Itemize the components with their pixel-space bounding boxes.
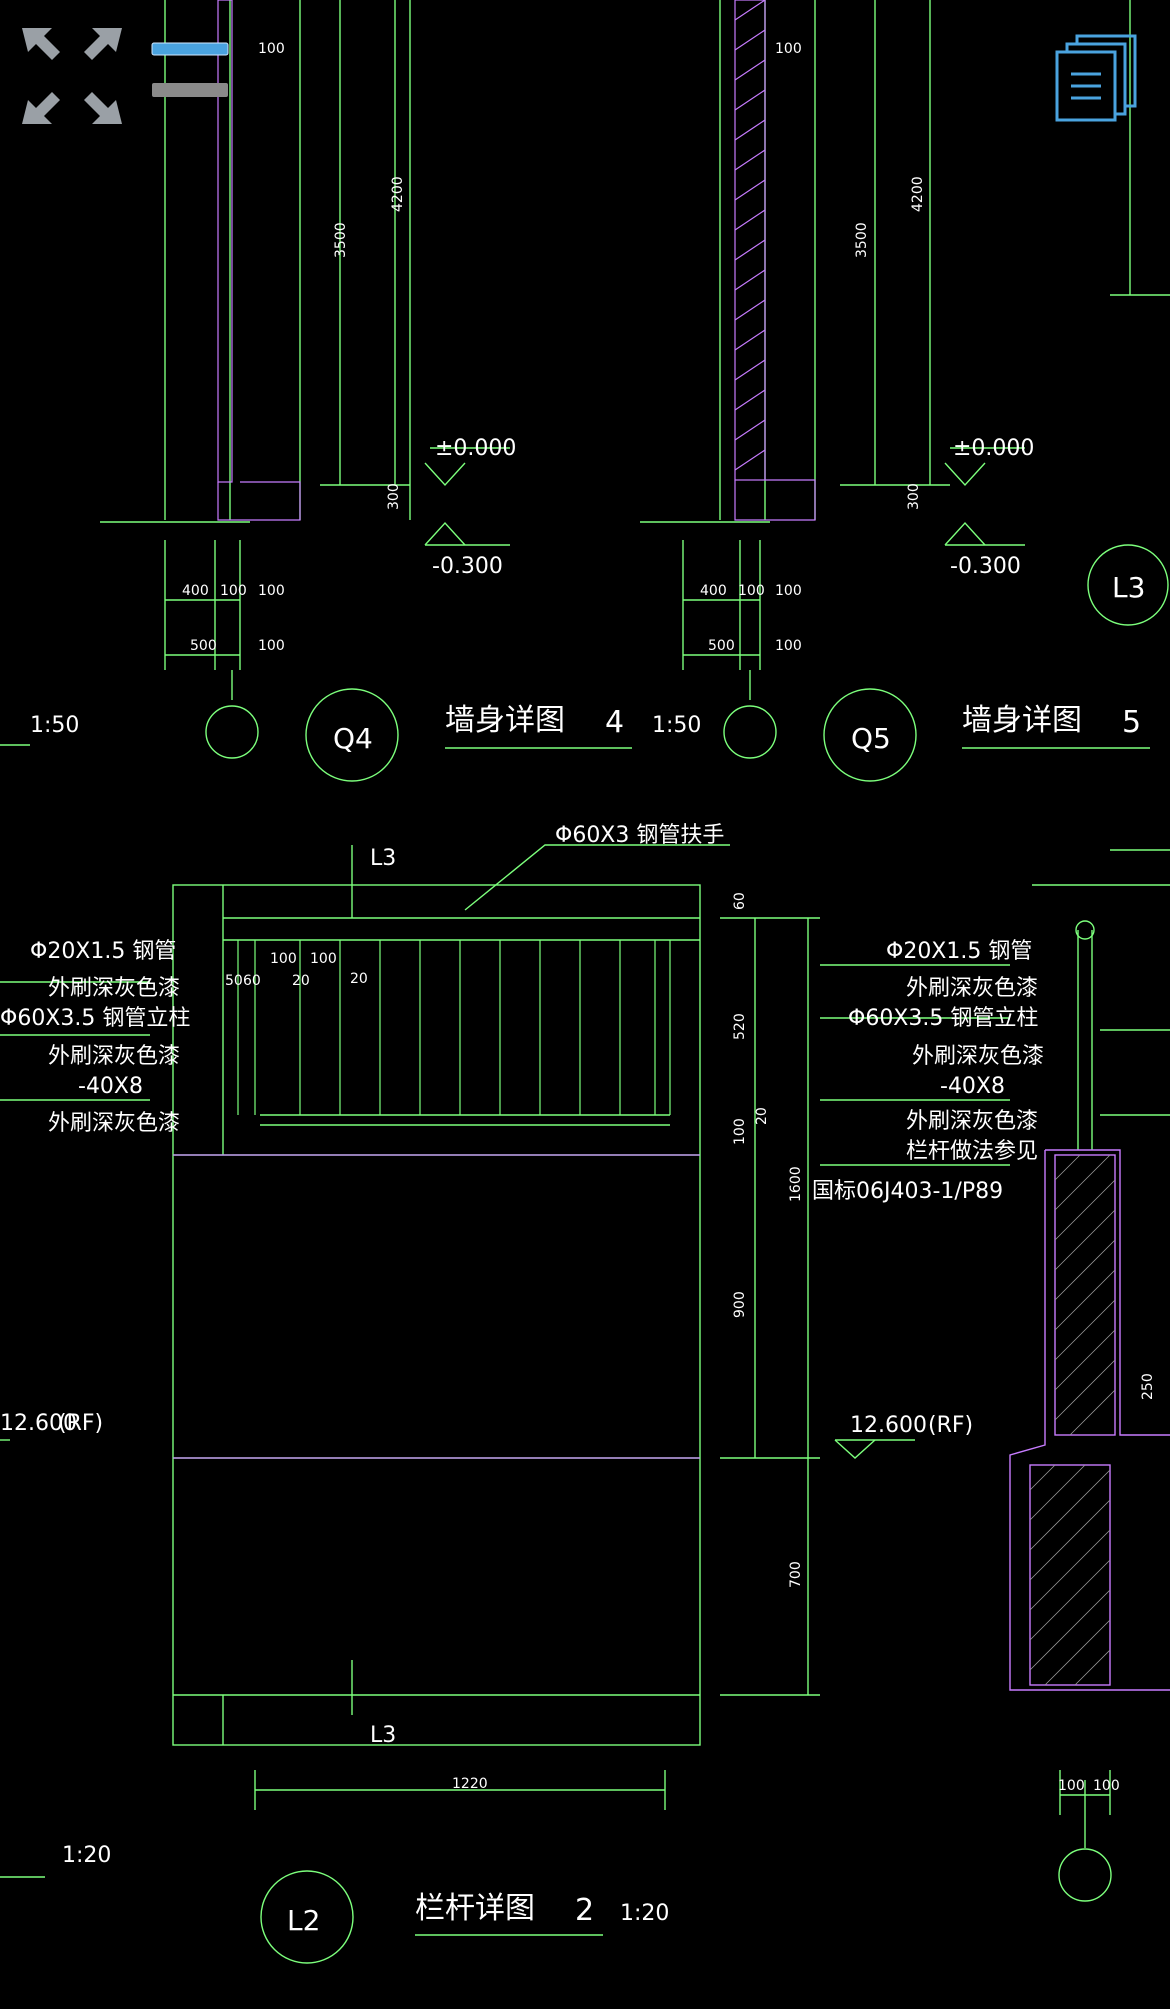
wall-detail-5-hatch	[734, 0, 816, 521]
q5-dim-top: 100	[775, 41, 802, 57]
railing-lines	[0, 844, 1010, 1810]
section-top-label: L3	[370, 846, 396, 871]
parapet-hatch	[1029, 1154, 1116, 1686]
vdim-1600: 1600	[788, 1166, 804, 1202]
title-underlines	[0, 744, 1150, 1936]
q5-tag: Q5	[851, 722, 891, 755]
q4-dim-400: 400	[182, 583, 209, 599]
section-bot-label: L3	[370, 1723, 396, 1748]
q5-dim-100a: 100	[738, 583, 765, 599]
dim-60: 60	[243, 973, 261, 989]
layer-toggle-icon[interactable]	[150, 40, 232, 110]
dim-100a: 100	[270, 951, 297, 967]
vdim-700: 700	[788, 1561, 804, 1588]
elev-left-suffix: (RF)	[58, 1411, 103, 1436]
q4-dim-300: 300	[386, 483, 402, 510]
vdim-20: 20	[754, 1107, 770, 1125]
q4-elev-top: ±0.000	[435, 436, 516, 461]
right-note-1: Φ20X1.5 钢管	[886, 939, 1032, 964]
q4-dim-500: 500	[190, 638, 217, 654]
right-note-4: 外刷深灰色漆	[912, 1044, 1044, 1069]
q5-title: 墙身详图	[962, 703, 1082, 738]
wall-detail-4-text: ±0.000 -0.300 400 100 100 500 100 100 30…	[30, 41, 701, 755]
left-note-5: -40X8	[78, 1074, 143, 1099]
q4-dim-3500: 3500	[333, 222, 349, 258]
vdim-900: 900	[732, 1291, 748, 1318]
left-note-6: 外刷深灰色漆	[48, 1111, 180, 1136]
railing-left-scale: 1:20	[62, 1843, 111, 1868]
q5-elev-top: ±0.000	[953, 436, 1034, 461]
q4-dim-top: 100	[258, 41, 285, 57]
q5-dim-4200: 4200	[910, 176, 926, 212]
left-note-2: 外刷深灰色漆	[48, 976, 180, 1001]
railing-balusters	[237, 940, 671, 1115]
q4-dim-100b: 100	[258, 583, 285, 599]
dim-20a: 20	[292, 973, 310, 989]
vdim-100: 100	[732, 1118, 748, 1145]
expand-arrows-icon[interactable]	[22, 28, 122, 124]
left-note-4: 外刷深灰色漆	[48, 1044, 180, 1069]
left-scale: 1:50	[30, 713, 79, 738]
q4-tag: Q4	[333, 722, 373, 755]
railing-tag: L2	[287, 1904, 320, 1937]
parapet-dim-100b: 100	[1093, 1778, 1120, 1794]
parapet-wall	[1009, 1149, 1170, 1691]
elev-right-suffix: (RF)	[928, 1413, 973, 1438]
vdim-60: 60	[732, 892, 748, 910]
dim-50: 50	[225, 973, 243, 989]
q5-dim-400: 400	[700, 583, 727, 599]
left-note-1: Φ20X1.5 钢管	[30, 939, 176, 964]
parapet-dim-250: 250	[1140, 1373, 1156, 1400]
q4-scale: 1:50	[652, 713, 701, 738]
dim-20b: 20	[350, 971, 368, 987]
q5-dim-300: 300	[906, 483, 922, 510]
elev-right: 12.600	[850, 1413, 927, 1438]
railing-purple-lines	[173, 1154, 700, 1459]
q4-dim-4200: 4200	[390, 176, 406, 212]
parapet-section	[1032, 849, 1170, 1815]
vdim-520: 520	[732, 1013, 748, 1040]
wall-detail-4-outline	[217, 0, 301, 521]
right-note-2: 外刷深灰色漆	[906, 976, 1038, 1001]
right-note-7: 栏杆做法参见	[906, 1139, 1038, 1164]
q4-number: 4	[605, 705, 624, 740]
railing-title: 栏杆详图	[415, 1891, 535, 1926]
q5-number: 5	[1122, 705, 1141, 740]
right-note-5: -40X8	[940, 1074, 1005, 1099]
q4-title: 墙身详图	[445, 703, 565, 738]
q4-elev-bot: -0.300	[432, 554, 503, 579]
q5-dim-100b: 100	[775, 583, 802, 599]
right-tag: L3	[1112, 571, 1145, 604]
dim-100b: 100	[310, 951, 337, 967]
right-note-3: Φ60X3.5 钢管立柱	[848, 1006, 1038, 1031]
left-note-3: Φ60X3.5 钢管立柱	[0, 1006, 190, 1031]
railing-number: 2	[575, 1893, 594, 1928]
width-dim: 1220	[452, 1776, 488, 1792]
wall-detail-5-text: ±0.000 -0.300 400 100 100 500 100 100 30…	[700, 41, 1145, 755]
q5-elev-bot: -0.300	[950, 554, 1021, 579]
q5-dim-500: 500	[708, 638, 735, 654]
parapet-dim-100a: 100	[1058, 1778, 1085, 1794]
railing-text: L3 L3 Φ60X3 钢管扶手 Φ20X1.5 钢管 外刷深灰色漆 Φ60X3…	[0, 823, 1156, 1937]
document-stack-icon[interactable]	[1055, 30, 1141, 122]
wall-detail-4-lines	[100, 0, 510, 700]
railing-scale: 1:20	[620, 1901, 669, 1926]
elev-left: 12.600	[0, 1411, 77, 1436]
q4-dim-100a: 100	[220, 583, 247, 599]
q5-dim-100c: 100	[775, 638, 802, 654]
q4-dim-100c: 100	[258, 638, 285, 654]
handrail-note: Φ60X3 钢管扶手	[555, 823, 724, 848]
circle-tags	[205, 544, 1169, 1964]
q5-dim-3500: 3500	[854, 222, 870, 258]
right-note-8: 国标06J403-1/P89	[812, 1179, 1003, 1204]
right-note-6: 外刷深灰色漆	[906, 1109, 1038, 1134]
